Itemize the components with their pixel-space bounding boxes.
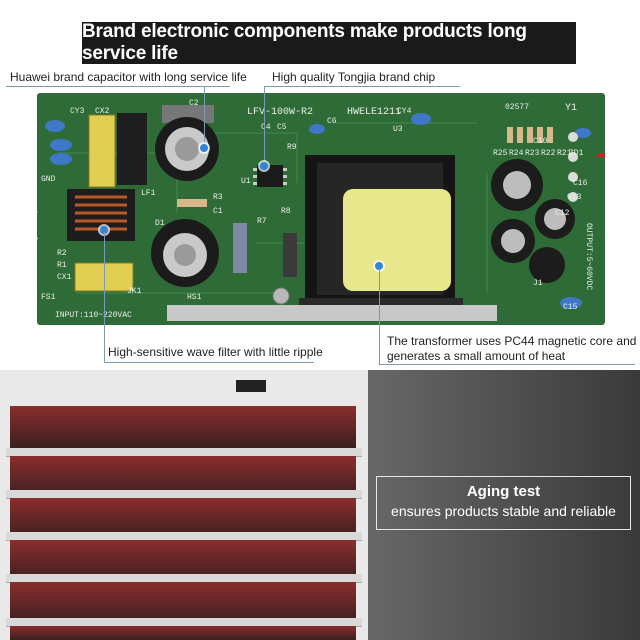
rack-shelf-6	[10, 626, 356, 640]
pcb-components	[25, 105, 605, 321]
callout-transformer-underline	[379, 364, 635, 365]
pcb-silk-r3: R3	[213, 193, 223, 202]
pcb-silk-r8: R8	[281, 207, 291, 216]
pcb-silk-c1: C1	[213, 207, 223, 216]
pcb-input-label: INPUT:110~220VAC	[55, 311, 132, 320]
callout-chip-underline	[264, 86, 460, 87]
callout-chip: High quality Tongjia brand chip	[272, 70, 436, 84]
pcb-silk-r22: R22	[541, 149, 556, 158]
aging-test-title: Aging test	[466, 483, 541, 500]
callout-transformer-line2: generates a small amount of heat	[387, 349, 566, 363]
pcb-silk-c13: C13	[567, 193, 582, 202]
callout-transformer-leader	[379, 268, 380, 364]
capacitor-marker-dot	[200, 144, 208, 152]
chip-marker-dot	[260, 162, 268, 170]
pcb-silk-r9: R9	[287, 143, 297, 152]
pcb-silk-r23: R23	[525, 149, 540, 158]
callout-filter-leader	[104, 232, 105, 362]
callout-filter-underline	[104, 362, 314, 363]
pcb-silk-u3: U3	[393, 125, 403, 134]
pcb-silk-gnd: GND	[41, 175, 56, 184]
callout-capacitor: Huawei brand capacitor with long service…	[10, 70, 247, 84]
pcb-silk-r2: R2	[57, 249, 67, 258]
aging-test-box: Aging test ensures products stable and r…	[376, 476, 631, 530]
pcb-silk-c5: C5	[277, 123, 287, 132]
pcb-silk-c10: C10	[533, 137, 548, 146]
rack-shelf-5	[10, 582, 356, 624]
rack-display	[236, 380, 266, 392]
pcb-silk-c15: C15	[563, 303, 578, 312]
test-rack	[0, 370, 368, 640]
pcb-silk-cx2: CX2	[95, 107, 110, 116]
pcb-output-label: OUTPUT:5~60VDC	[584, 223, 593, 291]
pcb-silk-y1: Y1	[565, 103, 578, 114]
callout-transformer-line1: The transformer uses PC44 magnetic core …	[387, 334, 637, 348]
pcb-silk-c2: C2	[189, 99, 199, 108]
pcb-silk-r24: R24	[509, 149, 524, 158]
pcb-silk-r21: R21	[557, 149, 572, 158]
pcb-model-label: LFV-100W-R2	[247, 107, 314, 118]
pcb-silk-r25: R25	[493, 149, 508, 158]
header-banner: Brand electronic components make product…	[82, 21, 576, 64]
pcb-silk-zd1: ZD1	[569, 149, 584, 158]
pcb-silk-r7: R7	[257, 217, 267, 226]
pcb-silk-c4: C4	[261, 123, 271, 132]
pcb-silk-c16: C16	[573, 179, 588, 188]
pcb-silk-r1: R1	[57, 261, 67, 270]
pcb-silk-j1: J1	[533, 279, 543, 288]
pcb-silk-c6: C6	[327, 117, 337, 126]
callout-capacitor-leader	[204, 86, 205, 146]
aging-test-subtitle: ensures products stable and reliable	[391, 503, 616, 519]
banner-title: Brand electronic components make product…	[82, 21, 527, 64]
pcb-board: LFV-100W-R2 HWELE1211 02577 INPUT:110~22…	[25, 93, 605, 325]
rack-shelf-1	[10, 406, 356, 448]
callout-capacitor-underline	[6, 86, 230, 87]
pcb-silk-d1: D1	[155, 219, 165, 228]
filter-marker-dot	[100, 226, 108, 234]
aging-rack-photo	[0, 370, 640, 640]
pcb-silk-hs1: HS1	[187, 293, 202, 302]
callout-chip-leader	[264, 86, 265, 164]
pcb-silk-fs1: FS1	[41, 293, 56, 302]
pcb-silk-cx1: CX1	[57, 273, 72, 282]
pcb-silk-c12: C12	[555, 209, 570, 218]
pcb-silk-jk1: JK1	[127, 287, 142, 296]
pcb-silk-lf1: LF1	[141, 189, 156, 198]
pcb-silk-u1: U1	[241, 177, 251, 186]
callout-filter: High-sensitive wave filter with little r…	[108, 345, 323, 359]
pcb-silk-cy4: CY4	[397, 107, 412, 116]
transformer-marker-dot	[375, 262, 383, 270]
pcb-silk-cy3: CY3	[70, 107, 85, 116]
pcb-code-label: HWELE1211	[347, 107, 402, 118]
pcb-serial-label: 02577	[505, 103, 530, 112]
